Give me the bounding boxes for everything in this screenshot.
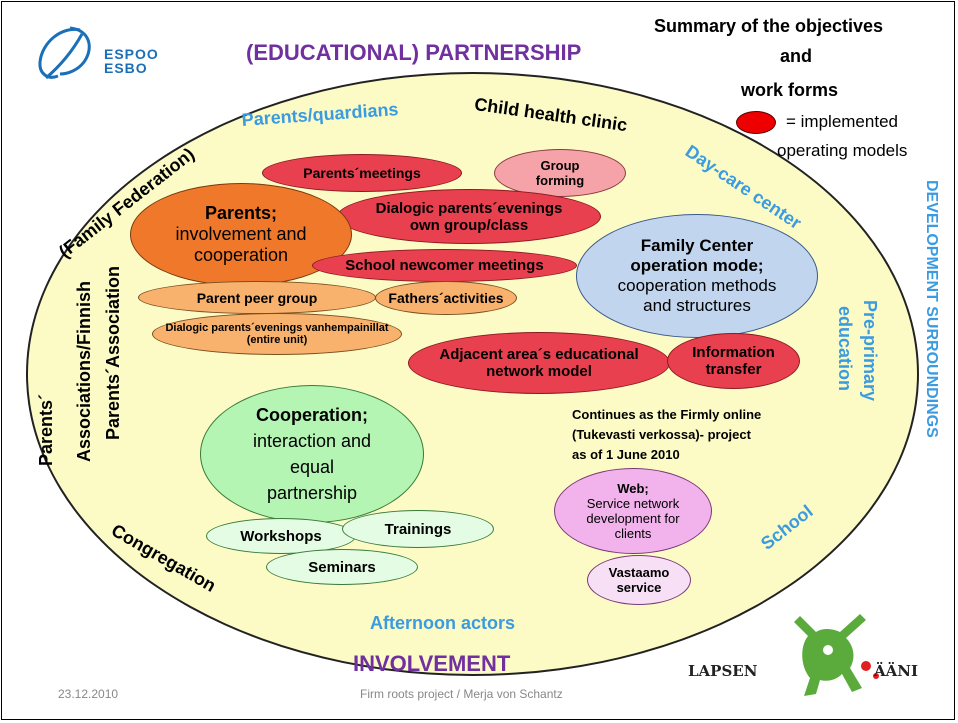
node-newcomer-meetings: School newcomer meetings	[312, 249, 577, 282]
summary-line-2: and	[780, 46, 813, 66]
node-parents-meetings: Parents´meetings	[262, 154, 462, 192]
title-involvement: INVOLVEMENT	[353, 651, 511, 676]
brand-left-text: LAPSEN	[688, 662, 758, 680]
legend-text-1: = implemented	[786, 112, 898, 131]
node-web: Web; Service network development for cli…	[554, 468, 712, 554]
node-parent-peer-group: Parent peer group	[138, 281, 376, 314]
legend-text-2: operating models	[777, 141, 908, 160]
logo-line-1: ESPOO	[104, 46, 159, 62]
node-cooperation: Cooperation; interaction and equal partn…	[200, 385, 424, 523]
node-vastaamo-service: Vastaamo service	[587, 555, 691, 605]
child-figure-icon	[794, 614, 879, 696]
brand-right-text: ÄÄNI	[874, 662, 919, 680]
node-family-center: Family Center operation mode; cooperatio…	[576, 214, 818, 338]
logo-line-2: ESBO	[104, 60, 148, 76]
lapsen-aani-logo: LAPSEN ÄÄNI	[688, 606, 948, 706]
legend-red-marker	[736, 111, 776, 134]
label-parents-association: Parents´Association	[103, 265, 123, 440]
label-associations-finnish: Associations/Finnish	[74, 280, 94, 462]
footer-project: Firm roots project / Merja von Schantz	[360, 687, 563, 701]
espoo-swirl-icon	[38, 26, 91, 80]
summary-line-3: work forms	[741, 80, 839, 100]
continues-note: Continues as the Firmly online (Tukevast…	[572, 407, 762, 462]
node-information-transfer: Information transfer	[667, 333, 800, 389]
label-pre-primary: Pre-primary	[860, 300, 880, 402]
node-trainings: Trainings	[342, 510, 494, 548]
node-dialogic-evenings: Dialogic parents´evenings own group/clas…	[337, 189, 601, 244]
node-dialogic-entire-unit: Dialogic parents´evenings vanhempainilla…	[152, 313, 402, 355]
label-afternoon-actors: Afternoon actors	[370, 613, 516, 633]
espoo-logo: ESPOO ESBO	[32, 22, 192, 82]
label-development-surroundings: DEVELOPMENT SURROUNDINGS	[923, 180, 940, 438]
node-seminars: Seminars	[266, 549, 418, 585]
node-fathers-activities: Fathers´activities	[375, 281, 517, 315]
footer-date: 23.12.2010	[58, 687, 119, 701]
label-parents-apos: Parents´	[36, 393, 56, 466]
summary-line-1: Summary of the objectives	[654, 16, 884, 36]
label-education: education	[835, 306, 855, 392]
node-adjacent-area: Adjacent area´s educational network mode…	[408, 332, 670, 394]
node-workshops: Workshops	[206, 518, 356, 554]
title-partnership: (EDUCATIONAL) PARTNERSHIP	[246, 40, 582, 65]
